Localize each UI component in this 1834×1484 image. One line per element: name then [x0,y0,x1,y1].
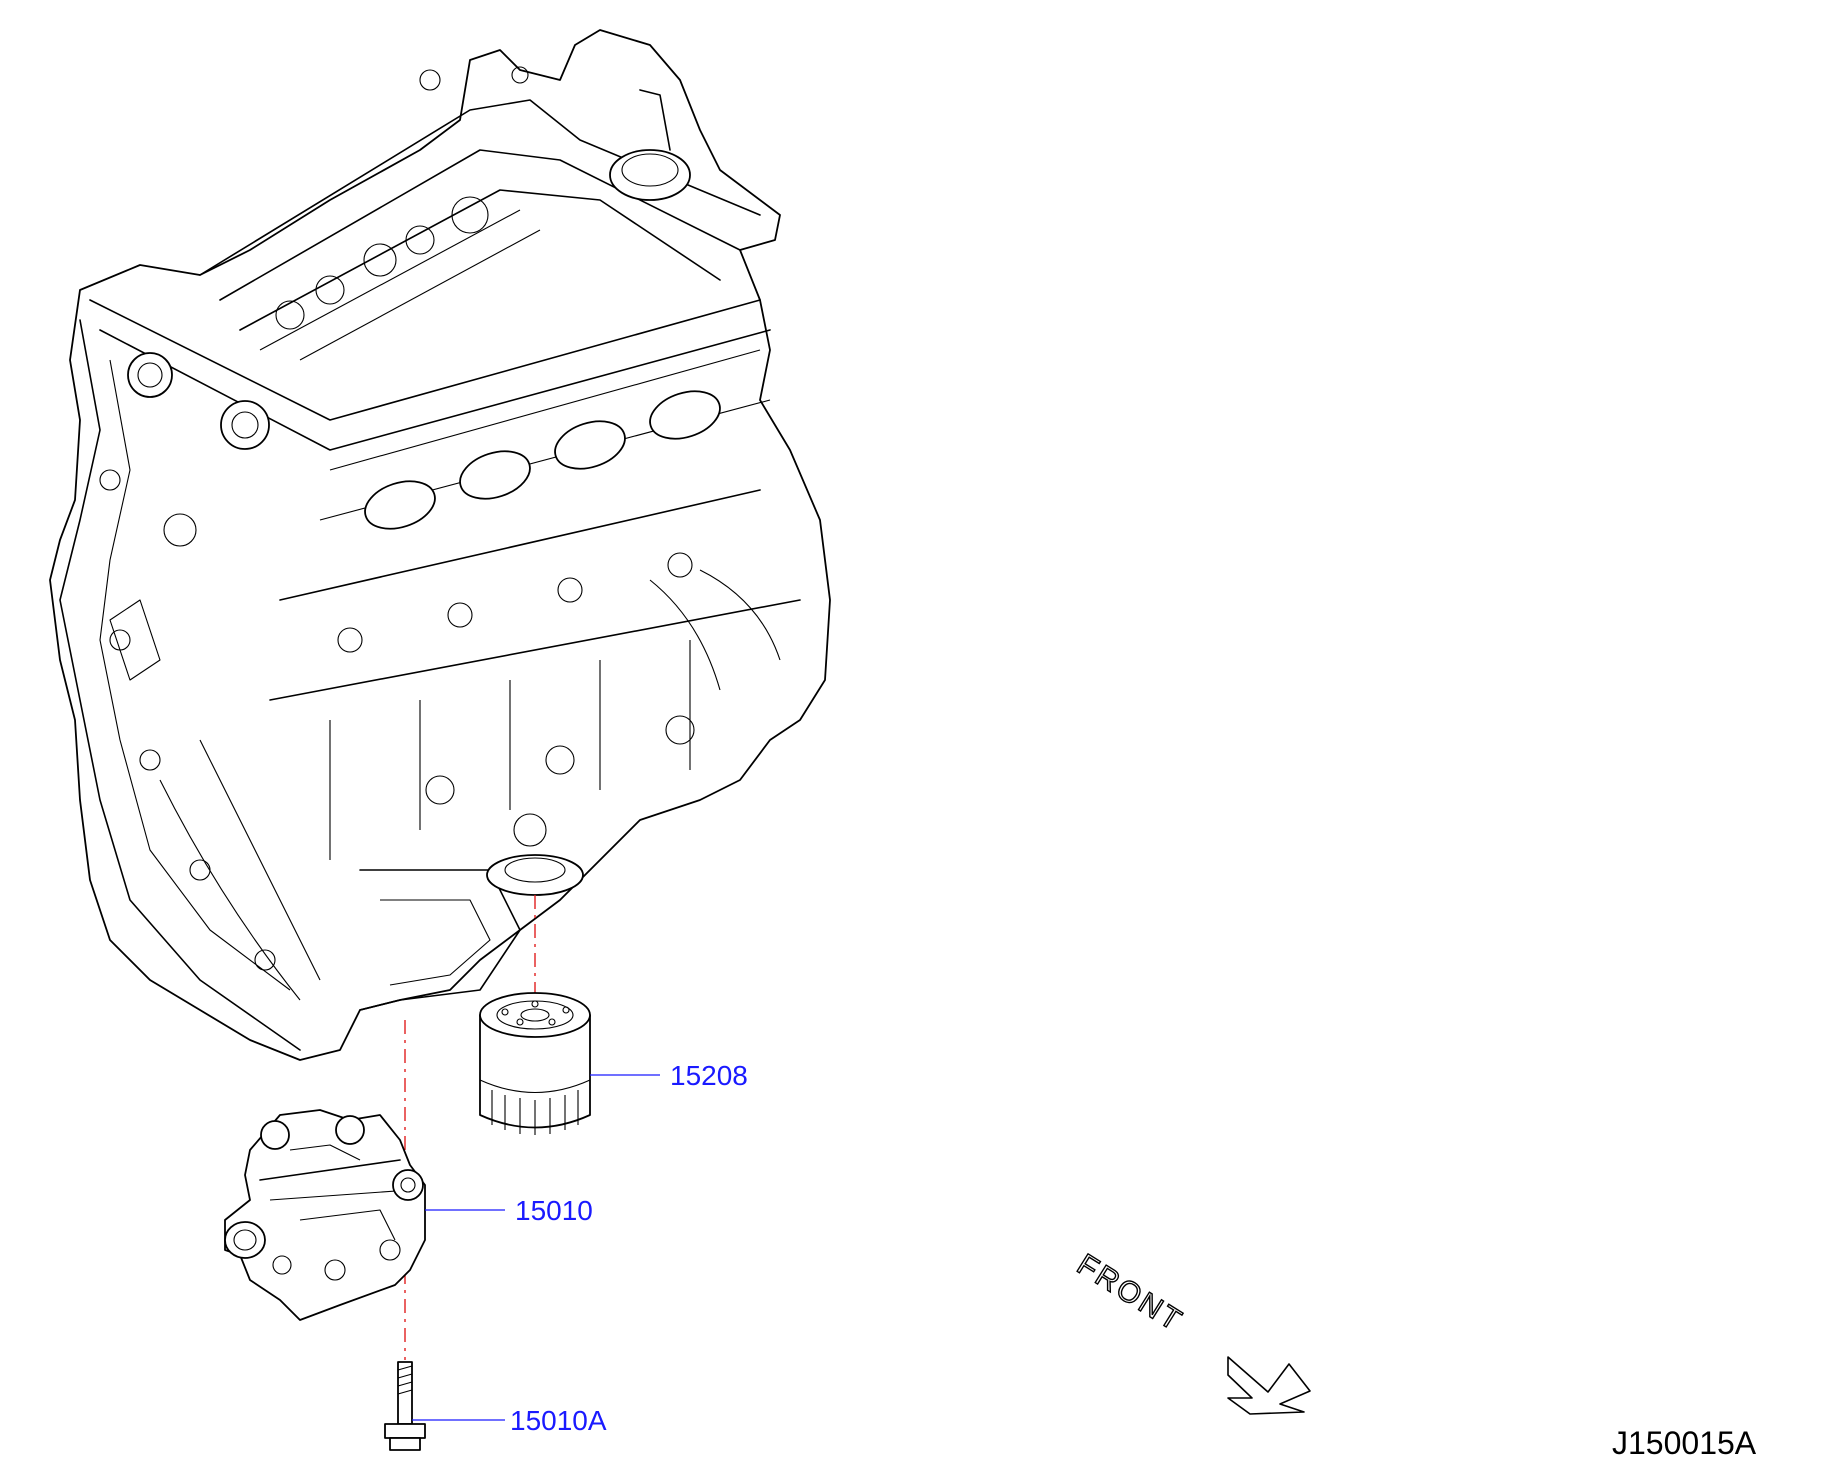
part-number-15010[interactable]: 15010 [515,1195,593,1226]
callout-leaders [412,1074,660,1421]
engine-block-icon [49,29,831,1061]
assembly-centerlines [404,895,536,1360]
part-number-15208[interactable]: 15208 [670,1060,748,1091]
bolt-icon [384,1361,426,1451]
oil-filter-icon [479,992,591,1135]
part-number-15010a[interactable]: 15010A [510,1405,607,1436]
front-direction-label: FRONT [1071,1248,1189,1339]
front-arrow-icon [1227,1356,1311,1415]
diagram-reference-code: J150015A [1612,1425,1757,1461]
oil-pump-icon [224,1109,426,1321]
